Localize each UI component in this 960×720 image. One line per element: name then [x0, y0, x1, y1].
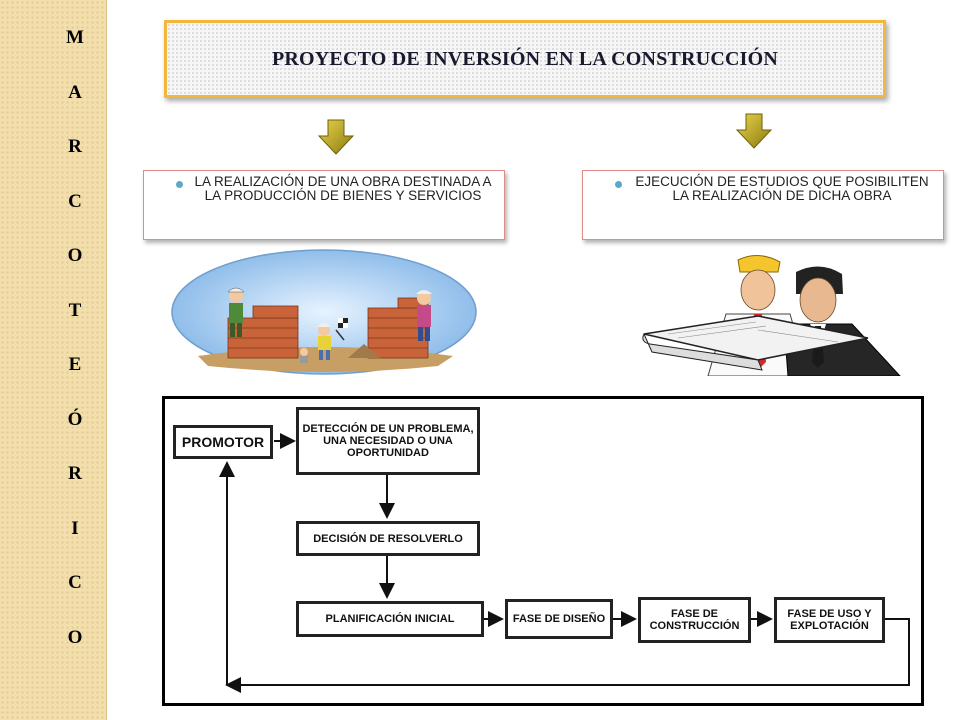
bullet-box-right: EJECUCIÓN DE ESTUDIOS QUE POSIBILITEN LA…: [582, 170, 944, 240]
bullet-text-left: LA REALIZACIÓN DE UNA OBRA DESTINADA A L…: [194, 174, 492, 203]
title-box: PROYECTO DE INVERSIÓN EN LA CONSTRUCCIÓN: [164, 20, 886, 98]
arrow-down-icon: [735, 113, 773, 149]
side-letter: I: [71, 517, 79, 539]
side-letter: E: [68, 354, 82, 375]
side-letter: O: [67, 626, 83, 648]
side-letter: T: [68, 299, 82, 321]
flow-box-promotor: PROMOTOR: [173, 425, 273, 459]
bullet-dot-icon: [176, 181, 183, 188]
flow-box-uso: FASE DE USO Y EXPLOTACIÓN: [774, 597, 885, 643]
side-letter: C: [68, 190, 82, 212]
bullet-dot-icon: [615, 181, 622, 188]
construction-workers-illustration: [171, 249, 477, 375]
arrow-down-icon: [317, 119, 355, 155]
flow-box-deteccion: DETECCIÓN DE UN PROBLEMA, UNA NECESIDAD …: [296, 407, 480, 475]
side-letter: A: [68, 81, 82, 103]
side-title-vertical: M A R C O T E Ó R I C O: [58, 28, 92, 682]
side-letter: R: [68, 136, 82, 157]
flow-box-diseno: FASE DE DISEÑO: [505, 599, 613, 639]
process-flow-diagram: PROMOTOR DETECCIÓN DE UN PROBLEMA, UNA N…: [162, 396, 924, 706]
flow-box-planificacion: PLANIFICACIÓN INICIAL: [296, 601, 484, 637]
engineers-reviewing-plans-illustration: [642, 255, 901, 376]
bullet-box-left: LA REALIZACIÓN DE UNA OBRA DESTINADA A L…: [143, 170, 505, 240]
side-letter: O: [67, 245, 83, 266]
flow-connectors: [219, 433, 910, 693]
bullet-text-right: EJECUCIÓN DE ESTUDIOS QUE POSIBILITEN LA…: [635, 174, 929, 203]
page-title: PROYECTO DE INVERSIÓN EN LA CONSTRUCCIÓN: [271, 47, 779, 70]
flow-box-construccion: FASE DE CONSTRUCCIÓN: [638, 597, 751, 643]
side-band: [0, 0, 107, 720]
flow-box-decision: DECISIÓN DE RESOLVERLO: [296, 521, 480, 556]
side-letter: M: [66, 27, 84, 48]
side-letter: C: [68, 572, 82, 593]
side-letter: R: [68, 463, 82, 484]
side-letter: Ó: [67, 408, 83, 430]
